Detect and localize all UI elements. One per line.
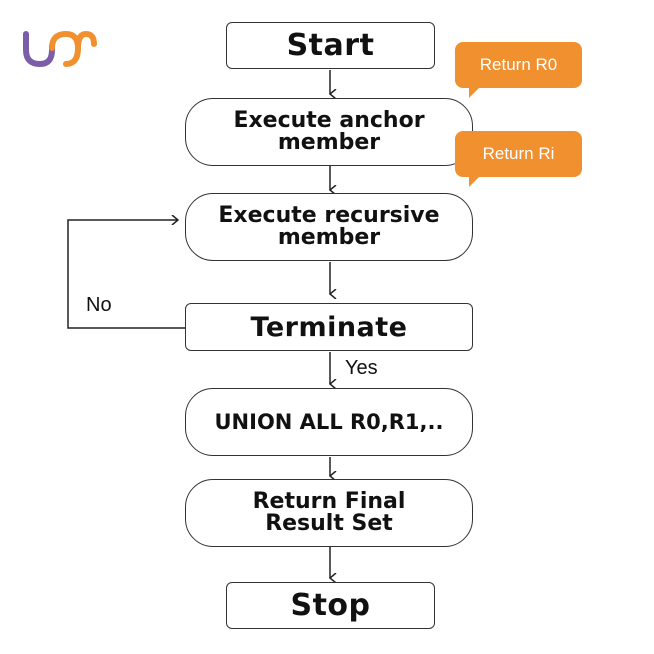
terminate-node: Terminate [185,303,473,351]
recursive-label-line1: Execute recursive [218,203,440,228]
callout-return-ri-label: Return Ri [482,144,555,163]
execute-recursive-node: Execute recursive member [185,193,473,261]
stop-node: Stop [226,582,435,629]
stop-label: Stop [290,587,371,623]
union-all-node: UNION ALL R0,R1,.. [185,388,473,456]
edge-label-yes: Yes [345,357,378,379]
callout-return-r0-label: Return R0 [479,55,558,74]
anchor-label-line2: member [277,130,381,155]
start-label: Start [286,27,375,63]
callout-return-ri: Return Ri [455,131,582,187]
return-final-node: Return Final Result Set [185,479,473,547]
anchor-label-line1: Execute anchor [233,108,425,133]
arrow-no-loop [67,220,186,329]
terminate-label: Terminate [250,311,408,343]
union-label: UNION ALL R0,R1,.. [214,409,444,434]
final-label-line1: Return Final [252,489,406,514]
edge-label-no: No [86,294,112,316]
brand-logo-icon [23,30,97,68]
callout-return-r0: Return R0 [455,42,582,98]
execute-anchor-node: Execute anchor member [185,98,473,166]
recursive-label-line2: member [277,225,381,250]
final-label-line2: Result Set [265,511,393,536]
start-node: Start [226,22,435,69]
